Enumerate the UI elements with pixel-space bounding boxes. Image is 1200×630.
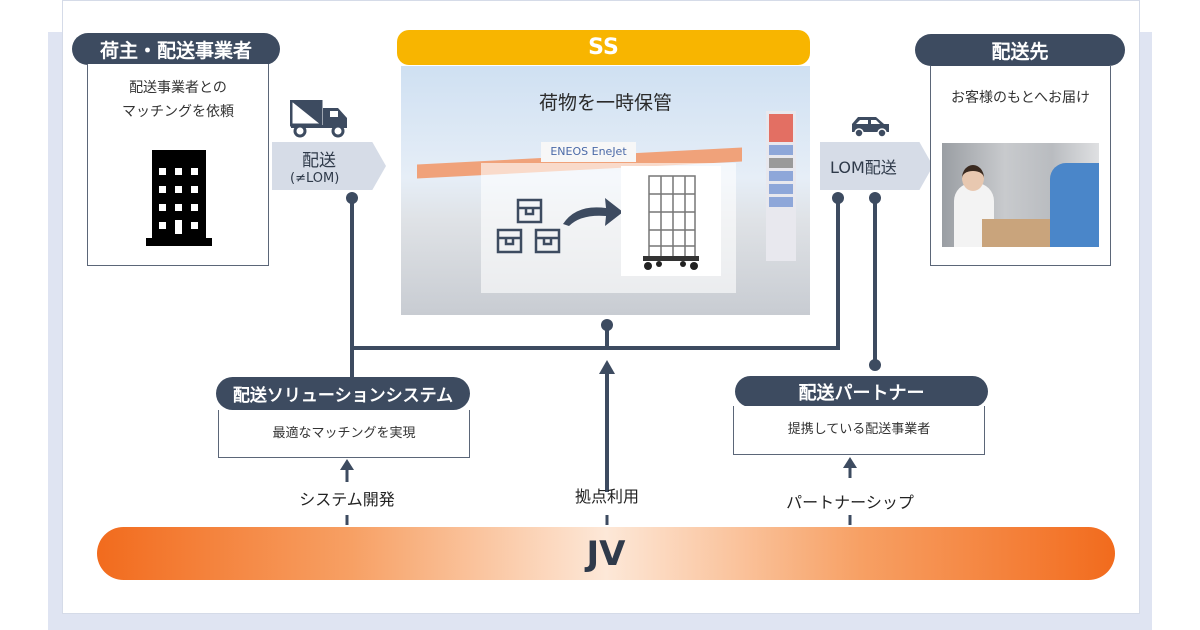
courier-figure [1050, 163, 1099, 247]
building-icon [146, 150, 212, 246]
package [982, 219, 1052, 247]
partner-desc: 提携している配送事業者 [787, 422, 931, 437]
customer-head [962, 165, 984, 191]
system-dev-label: システム開発 [299, 490, 395, 509]
solution-title: 配送ソリューションシステム [216, 377, 470, 410]
destination-box: お客様のもとへお届け [930, 66, 1111, 266]
ss-title: SS [397, 30, 810, 65]
matching-line [350, 198, 840, 350]
shipper-title: 荷主・配送事業者 [72, 33, 280, 65]
jv-bar: JV [97, 527, 1115, 580]
price-sign [766, 111, 796, 261]
lom-delivery-arrow: LOM配送 [820, 142, 933, 190]
shipper-box: 配送事業者との マッチングを依頼 [87, 64, 269, 266]
car-icon [852, 117, 889, 138]
boxes-icon [496, 198, 561, 254]
lom-delivery-label: LOM配送 [830, 158, 897, 177]
shipper-desc-2: マッチングを依頼 [122, 104, 234, 120]
arrow-head-icon [843, 457, 857, 468]
cart-panel [621, 166, 721, 276]
delivery-photo [942, 143, 1099, 247]
delivery-note: (≠LOM) [290, 171, 340, 186]
solution-box: 最適なマッチングを実現 [218, 410, 470, 458]
partner-box: 提携している配送事業者 [733, 406, 985, 455]
ss-caption: 荷物を一時保管 [538, 92, 672, 114]
roll-cage-cart-icon [643, 175, 699, 270]
curved-arrow-icon [563, 198, 623, 226]
arrow-head-icon [340, 459, 354, 470]
delivery-arrow: 配送 (≠LOM) [272, 142, 386, 190]
arrow-head-icon [599, 360, 615, 374]
ss-photo: ENEOS EneJet 荷物を一時保管 [401, 66, 810, 315]
destination-title: 配送先 [915, 34, 1125, 66]
delivery-label: 配送 [302, 151, 336, 171]
truck-icon [290, 100, 347, 138]
partnership-label: パートナーシップ [786, 493, 914, 512]
destination-desc: お客様のもとへお届け [950, 90, 1091, 106]
base-use-label: 拠点利用 [574, 487, 639, 506]
partner-title: 配送パートナー [735, 376, 988, 407]
shipper-desc-1: 配送事業者との [129, 80, 227, 96]
solution-desc: 最適なマッチングを実現 [272, 426, 416, 441]
station-sign: ENEOS EneJet [541, 142, 636, 162]
